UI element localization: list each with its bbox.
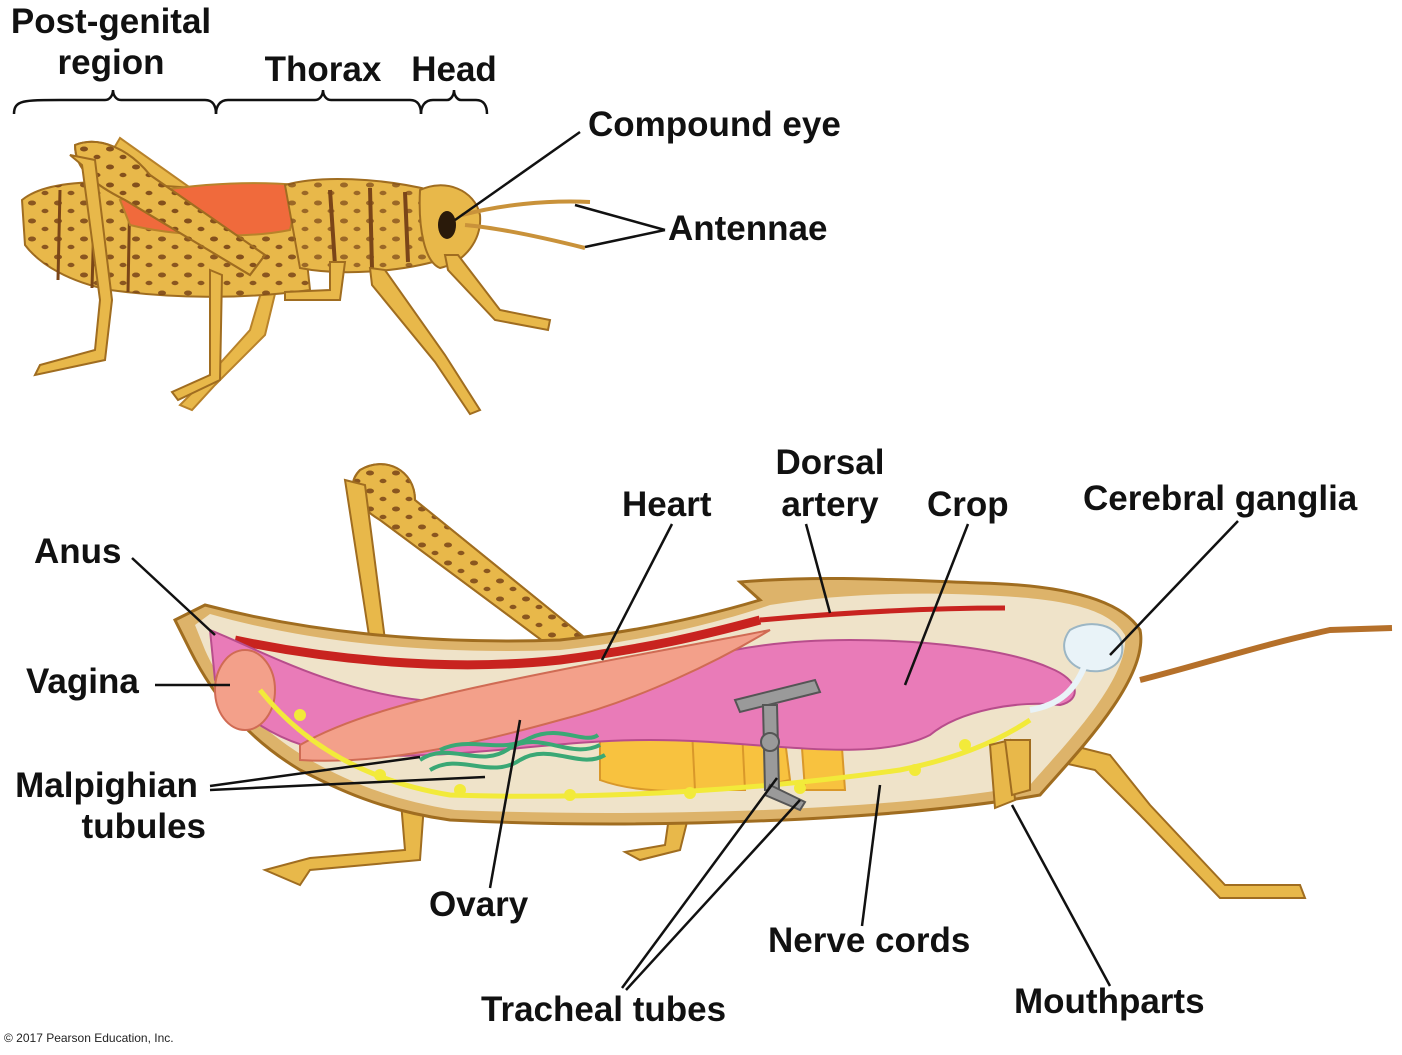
leader-ovary	[488, 719, 522, 889]
leader-crop	[903, 523, 970, 686]
external-grasshopper	[20, 136, 591, 416]
leader-tracheal-2	[625, 799, 801, 991]
label-cerebral-ganglia: Cerebral ganglia	[1083, 479, 1358, 518]
label-mouthparts: Mouthparts	[1014, 982, 1205, 1021]
hind-leg-near	[33, 140, 267, 377]
leader-heart	[600, 523, 674, 661]
label-ovary: Ovary	[429, 885, 529, 924]
region-brackets	[12, 89, 489, 115]
internal-hind-leg	[343, 463, 602, 667]
label-tracheal-tubes: Tracheal tubes	[481, 990, 727, 1029]
label-heart: Heart	[622, 485, 712, 524]
label-crop: Crop	[927, 485, 1009, 524]
label-tubules: tubules	[81, 807, 206, 846]
label-vagina: Vagina	[26, 662, 139, 701]
internal-antenna	[1139, 625, 1393, 683]
copyright-notice: © 2017 Pearson Education, Inc.	[4, 1031, 174, 1045]
leader-mouthparts	[1010, 804, 1112, 987]
leader-tracheal-1	[620, 777, 779, 989]
ganglia-organ	[1063, 623, 1124, 673]
mouthparts-organ	[988, 738, 1031, 810]
leader-anus	[131, 557, 216, 636]
bracket-thorax	[214, 89, 423, 115]
label-thorax: Thorax	[264, 50, 382, 89]
leader-antenna-2	[584, 228, 666, 249]
label-compound-eye: Compound eye	[588, 105, 841, 144]
bracket-head	[419, 89, 489, 115]
internal-grasshopper	[172, 463, 1393, 899]
label-antennae: Antennae	[668, 209, 828, 248]
leader-antenna-1	[574, 203, 666, 232]
leader-compound-eye	[454, 130, 581, 222]
leader-malpighian-1	[209, 755, 421, 788]
label-artery: artery	[781, 485, 879, 524]
label-head: Head	[411, 50, 497, 89]
head	[418, 184, 482, 270]
nerve-cord-organ	[258, 688, 1032, 801]
compound-eye-shape	[438, 211, 456, 239]
antenna-upper	[461, 199, 591, 217]
leader-malpighian-2	[209, 775, 486, 792]
dorsal-artery-organ	[759, 605, 1006, 623]
bracket-post-genital	[12, 89, 218, 115]
heart-organ	[234, 615, 762, 670]
label-nerve-cords: Nerve cords	[768, 921, 971, 960]
leader-cerebral-ganglia	[1109, 520, 1239, 656]
malpighian-organ	[418, 731, 607, 772]
thorax	[283, 178, 442, 274]
label-region: region	[57, 43, 165, 82]
legs	[170, 254, 552, 416]
label-dorsal: Dorsal	[775, 443, 885, 482]
leader-dorsal-artery	[804, 523, 832, 614]
label-post-genital: Post-genital	[10, 2, 212, 41]
vagina-organ	[214, 649, 276, 731]
label-malpighian: Malpighian	[15, 766, 198, 805]
leader-nerve-cords	[860, 784, 882, 927]
antenna-lower	[464, 223, 586, 250]
leader-lines	[131, 130, 1239, 991]
label-anus: Anus	[34, 532, 122, 571]
